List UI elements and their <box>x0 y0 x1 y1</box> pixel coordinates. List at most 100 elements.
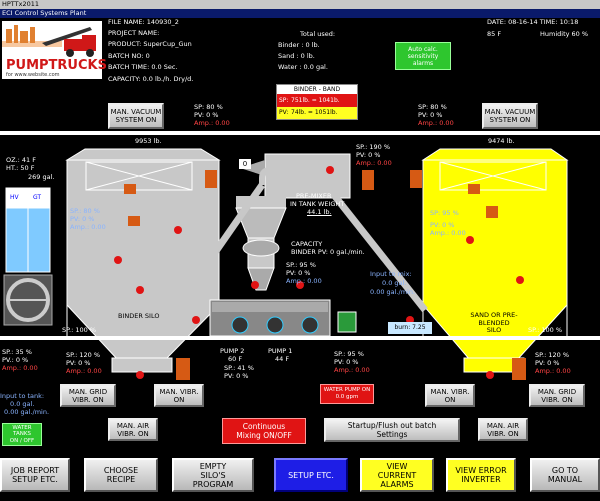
right-air-vibrator-button[interactable]: MAN. AIR VIBR. ON <box>478 418 528 441</box>
left-vacuum-button[interactable]: MAN. VACUUM SYSTEM ON <box>108 103 164 129</box>
pump1-pv: PV: 0 % <box>334 358 359 366</box>
pump2-pv: PV: 0 % <box>224 372 249 380</box>
binder-sp-label: SP: <box>279 97 289 104</box>
right-silo-weight: 9474 lb. <box>488 137 515 145</box>
pump1-amp: Amp.: 0.00 <box>334 366 370 374</box>
binder-sp-value: 751lb. = 1041b. <box>291 97 340 104</box>
burn-readout: burn: 7.25 <box>388 322 432 334</box>
feeder-indicator: 0 <box>239 159 251 169</box>
right-silo-label: SAND OR PRE-BLENDED SILO <box>470 311 518 334</box>
input-to-mix-rate: 0.00 gal./min. <box>370 288 416 296</box>
water-tanks-button[interactable]: WATER TANKS ON / OFF <box>2 423 42 446</box>
right-grid-amp: Amp.: 0.00 <box>535 367 571 375</box>
capacity-readout: CAPACITY: 0.0 lb./h. Dry/d. <box>108 75 194 83</box>
binder-band-title: BINDER - BAND <box>293 86 341 93</box>
water-gt-label: GT <box>33 194 42 201</box>
left-grid-pv: PV: 0 % <box>66 359 91 367</box>
binder-pv-label: PV: <box>279 109 289 116</box>
view-inverter-error-button[interactable]: VIEW ERROR INVERTER <box>446 458 516 492</box>
pump2-temp: 60 F <box>228 355 243 363</box>
company-logo: PUMPTRUCKS for www.website.com <box>2 21 107 79</box>
water-hv-label: HV <box>10 194 19 201</box>
pump1-sp: SP.: 95 % <box>334 350 364 358</box>
right-silo-amp-top: Amp.: 0.00 <box>418 119 454 127</box>
left-silo-pv-mid: PV: 0 % <box>70 215 95 223</box>
in-tank-weight: 44.1 lb. <box>307 208 332 216</box>
right-silo-sp-mid: SP: 95 % <box>430 209 459 217</box>
right-silo-sp-bottom: SP.: 100 % <box>528 326 563 334</box>
left-silo-label: BINDER SILO <box>118 312 160 320</box>
binder-band-panel: BINDER - BAND SP: 751lb. = 1041b. PV: 74… <box>276 84 358 120</box>
job-report-button[interactable]: JOB REPORT SETUP ETC. <box>0 458 70 492</box>
left-grid-vibrator-button[interactable]: MAN. GRID VIBR. ON <box>60 384 116 407</box>
truck-logo-icon <box>2 21 102 61</box>
batch-number: BATCH NO: 0 <box>108 52 150 60</box>
in-tank-weight-label: IN TANK WEIGHT <box>290 200 345 208</box>
right-silo-pv-mid: PV: 0 % <box>430 221 455 229</box>
go-to-manual-button[interactable]: GO TO MANUAL <box>530 458 600 492</box>
totals-sand: Sand : 0 lb. <box>278 52 315 60</box>
file-name: FILE NAME: 140930_2 <box>108 18 179 26</box>
water-gallons: 269 gal. <box>28 173 55 181</box>
water-sp: SP.: 35 % <box>2 348 32 356</box>
water-pump-button[interactable]: WATER PUMP ON 0.0 gpm <box>320 384 374 404</box>
continuous-mixing-button[interactable]: Continuous Mixing ON/OFF <box>222 418 306 444</box>
input-to-mix-label: Input to mix: <box>370 270 412 278</box>
left-silo-sp-top: SP: 80 % <box>194 103 223 111</box>
left-grid-amp: Amp.: 0.00 <box>66 367 102 375</box>
capacity-title: CAPACITY <box>291 240 323 248</box>
right-vibrator-button[interactable]: MAN. VIBR. ON <box>425 384 475 407</box>
empty-silos-button[interactable]: EMPTY SILO'S PROGRAM <box>172 458 254 492</box>
auto-calc-alarms-button[interactable]: Auto calc. sensitivity alarms <box>395 42 451 70</box>
left-silo-amp-mid: Amp.: 0.00 <box>70 223 106 231</box>
totals-water: Water : 0.0 gal. <box>278 63 328 71</box>
logo-tagline: for www.website.com <box>6 72 60 78</box>
water-oz-temp: OZ.: 41 F <box>6 156 36 164</box>
right-silo-amp-mid: Amp.: 0.00 <box>430 229 466 237</box>
left-grid-sp: SP.: 120 % <box>66 351 101 359</box>
water-pv: PV.: 0 % <box>2 356 29 364</box>
center-sp2: SP.: 95 % <box>286 261 316 269</box>
setup-button[interactable]: SETUP ETC. <box>274 458 348 492</box>
right-silo-sp-top: SP: 80 % <box>418 103 447 111</box>
product-name: PRODUCT: SuperCup_Gun <box>108 40 192 48</box>
humidity: Humidity 60 % <box>540 30 589 38</box>
project-name: PROJECT NAME: <box>108 29 160 37</box>
view-alarms-button[interactable]: VIEW CURRENT ALARMS <box>360 458 434 492</box>
pump1-temp: 44 F <box>275 355 290 363</box>
totals-binder: Binder : 0 lb. <box>278 41 320 49</box>
logo-text: PUMPTRUCKS <box>6 58 107 73</box>
right-vacuum-button[interactable]: MAN. VACUUM SYSTEM ON <box>482 103 538 129</box>
right-grid-vibrator-button[interactable]: MAN. GRID VIBR. ON <box>529 384 585 407</box>
right-grid-pv: PV: 0 % <box>535 359 560 367</box>
batch-time: BATCH TIME: 0.0 Sec. <box>108 63 178 71</box>
window-title: HPTTx2011 <box>0 0 600 9</box>
pump1-title: PUMP 1 <box>268 347 293 355</box>
capacity-binder: BINDER PV: 0 gal./min. <box>291 248 365 256</box>
left-silo-weight: 9953 lb. <box>135 137 162 145</box>
date-time: DATE: 08-16-14 TIME: 10:18 <box>487 18 579 26</box>
water-input-gal: 0.0 gal. <box>10 400 35 408</box>
center-pv1: PV: 0 % <box>356 151 381 159</box>
water-input-rate: 0.00 gal./min. <box>4 408 50 416</box>
water-amp: Amp.: 0.00 <box>2 364 38 372</box>
startup-flush-button[interactable]: Startup/Flush out batch Settings <box>324 418 460 442</box>
water-ht-temp: HT.: 50 F <box>6 164 35 172</box>
water-input-label: Input to tank: <box>0 392 45 400</box>
center-pv2: PV: 0 % <box>286 269 311 277</box>
pump2-sp: SP.: 41 % <box>224 364 254 372</box>
center-amp2: Amp.: 0.00 <box>286 277 322 285</box>
left-silo-amp-top: Amp.: 0.00 <box>194 119 230 127</box>
left-silo-pv-top: PV: 0 % <box>194 111 219 119</box>
left-silo-sp-mid: SP.: 80 % <box>70 207 100 215</box>
left-vibrator-button[interactable]: MAN. VIBR. ON <box>154 384 204 407</box>
left-air-vibrator-button[interactable]: MAN. AIR VIBR. ON <box>108 418 158 441</box>
center-sp1: SP.: 190 % <box>356 143 391 151</box>
input-to-mix-gal: 0.0 gal. <box>382 279 407 287</box>
pre-mixer-label: PRE-MIXER <box>296 192 332 200</box>
window-subtitle: ECI Control Systems Plant <box>0 9 600 18</box>
right-silo-pv-top: PV: 0 % <box>418 111 443 119</box>
choose-recipe-button[interactable]: CHOOSE RECIPE <box>84 458 158 492</box>
ambient-temp: 85 F <box>487 30 502 38</box>
binder-pv-value: 74lb. = 1051lb. <box>291 109 338 116</box>
